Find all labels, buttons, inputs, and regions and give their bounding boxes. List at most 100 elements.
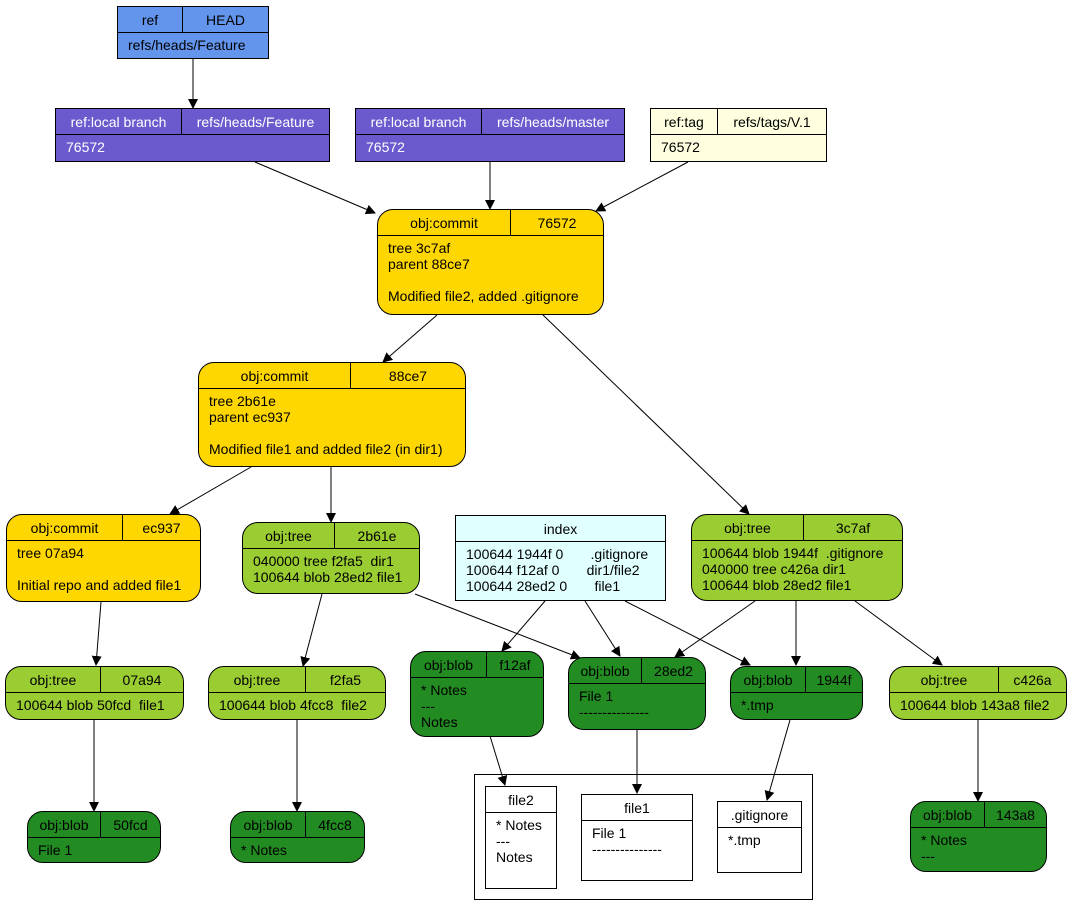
commit-ec937-type: obj:commit <box>30 519 99 536</box>
tree-2b61e-type: obj:tree <box>265 527 312 544</box>
head-ref-value: refs/heads/Feature <box>128 37 246 53</box>
blob-28ed2-id: 28ed2 <box>641 658 705 683</box>
blob-50fcd-type: obj:blob <box>39 816 89 833</box>
blob-f12af-node[interactable]: obj:blob f12af * Notes --- Notes <box>410 651 544 737</box>
index-node[interactable]: index 100644 1944f 0 .gitignore 100644 f… <box>455 515 666 601</box>
blob-1944f-body: *.tmp <box>741 697 774 713</box>
tree-07a94-type: obj:tree <box>29 671 77 688</box>
edge-index-f12af <box>501 600 546 652</box>
blob-143a8-type: obj:blob <box>922 806 973 823</box>
commit-76572-type: obj:commit <box>410 214 478 231</box>
edge-76572-3c7af <box>542 314 750 515</box>
commit-ec937-node[interactable]: obj:commit ec937 tree 07a94 Initial repo… <box>6 514 201 602</box>
tree-c426a-body: 100644 blob 143a8 file2 <box>900 697 1050 713</box>
blob-28ed2-node[interactable]: obj:blob 28ed2 File 1 --------------- <box>568 657 706 730</box>
blob-4fcc8-body: * Notes <box>241 842 287 858</box>
blob-4fcc8-id: 4fcc8 <box>305 812 364 837</box>
commit-88ce7-id: 88ce7 <box>350 363 465 388</box>
file1-node[interactable]: file1 File 1 --------------- <box>581 794 693 881</box>
edge-76572-88ce7 <box>382 314 438 363</box>
blob-f12af-body: * Notes --- Notes <box>421 682 467 730</box>
commit-ec937-id: ec937 <box>122 515 200 540</box>
file1-title: file1 <box>582 795 692 821</box>
tree-c426a-node[interactable]: obj:tree c426a 100644 blob 143a8 file2 <box>889 666 1067 720</box>
edge-3c7af-28ed2 <box>674 600 756 658</box>
tree-2b61e-id: 2b61e <box>334 523 419 548</box>
tree-07a94-id: 07a94 <box>100 667 183 692</box>
feature-branch-type: ref:local branch <box>70 113 167 130</box>
tree-f2fa5-body: 100644 blob 4fcc8 file2 <box>219 697 367 713</box>
index-body: 100644 1944f 0 .gitignore 100644 f12af 0… <box>466 546 649 594</box>
blob-1944f-id: 1944f <box>805 667 862 692</box>
file2-body: * Notes --- Notes <box>496 817 542 865</box>
blob-143a8-id: 143a8 <box>984 802 1046 827</box>
edge-feature-76572 <box>254 161 376 215</box>
commit-88ce7-body: tree 2b61e parent ec937 Modified file1 a… <box>209 393 443 457</box>
blob-50fcd-node[interactable]: obj:blob 50fcd File 1 <box>27 811 161 863</box>
tag-ref-node[interactable]: ref:tag refs/tags/V.1 76572 <box>650 108 827 162</box>
blob-28ed2-body: File 1 --------------- <box>579 688 649 720</box>
tree-3c7af-type: obj:tree <box>724 519 771 536</box>
blob-28ed2-type: obj:blob <box>580 662 630 679</box>
commit-88ce7-node[interactable]: obj:commit 88ce7 tree 2b61e parent ec937… <box>198 362 466 467</box>
gitignore-title: .gitignore <box>718 802 801 828</box>
tag-ref-name: refs/tags/V.1 <box>717 109 826 134</box>
feature-branch-node[interactable]: ref:local branch refs/heads/Feature 7657… <box>55 108 330 162</box>
feature-branch-name: refs/heads/Feature <box>181 109 329 134</box>
head-ref-type: ref <box>141 11 159 28</box>
edge-tag-76572 <box>595 161 689 212</box>
tree-07a94-body: 100644 blob 50fcd file1 <box>16 697 165 713</box>
blob-50fcd-id: 50fcd <box>100 812 160 837</box>
tree-c426a-type: obj:tree <box>920 671 968 688</box>
edge-88ce7-ec937 <box>169 466 252 515</box>
commit-ec937-body: tree 07a94 Initial repo and added file1 <box>17 545 182 593</box>
blob-143a8-node[interactable]: obj:blob 143a8 * Notes --- <box>910 801 1047 872</box>
tag-ref-type: ref:tag <box>664 113 704 130</box>
file2-title: file2 <box>486 787 556 813</box>
blob-1944f-type: obj:blob <box>743 671 793 688</box>
edge-3c7af-c426a <box>854 600 943 666</box>
tree-3c7af-node[interactable]: obj:tree 3c7af 100644 blob 1944f .gitign… <box>691 514 903 601</box>
tree-c426a-id: c426a <box>998 667 1066 692</box>
blob-f12af-type: obj:blob <box>423 656 474 673</box>
tree-07a94-node[interactable]: obj:tree 07a94 100644 blob 50fcd file1 <box>5 666 184 720</box>
file2-node[interactable]: file2 * Notes --- Notes <box>485 786 557 889</box>
tree-3c7af-body: 100644 blob 1944f .gitignore 040000 tree… <box>702 545 884 593</box>
blob-143a8-body: * Notes --- <box>921 832 967 864</box>
edge-f12af-file2 <box>489 735 508 786</box>
file1-body: File 1 --------------- <box>592 825 662 857</box>
edge-index-28ed2 <box>584 600 621 657</box>
tree-2b61e-body: 040000 tree f2fa5 dir1 100644 blob 28ed2… <box>253 553 403 585</box>
edge-2b61e-f2fa5 <box>300 593 323 667</box>
blob-1944f-node[interactable]: obj:blob 1944f *.tmp <box>730 666 863 720</box>
tree-2b61e-node[interactable]: obj:tree 2b61e 040000 tree f2fa5 dir1 10… <box>242 522 420 594</box>
edge-2b61e-28ed2 <box>414 593 581 660</box>
tree-3c7af-id: 3c7af <box>803 515 902 540</box>
feature-branch-value: 76572 <box>66 139 105 155</box>
blob-f12af-id: f12af <box>486 652 543 677</box>
commit-76572-node[interactable]: obj:commit 76572 tree 3c7af parent 88ce7… <box>377 209 604 315</box>
master-branch-value: 76572 <box>366 139 405 155</box>
blob-4fcc8-node[interactable]: obj:blob 4fcc8 * Notes <box>230 811 365 863</box>
gitignore-node[interactable]: .gitignore *.tmp <box>717 801 802 873</box>
tree-f2fa5-id: f2fa5 <box>305 667 385 692</box>
index-title: index <box>543 520 578 537</box>
head-ref-node[interactable]: ref HEAD refs/heads/Feature <box>117 6 269 59</box>
blob-4fcc8-type: obj:blob <box>243 816 293 833</box>
master-branch-name: refs/heads/master <box>481 109 624 134</box>
head-ref-name: HEAD <box>182 7 268 32</box>
master-branch-type: ref:local branch <box>370 113 467 130</box>
tree-f2fa5-type: obj:tree <box>233 671 281 688</box>
edge-ec937-07a94 <box>91 601 102 666</box>
master-branch-node[interactable]: ref:local branch refs/heads/master 76572 <box>355 108 625 162</box>
working-directory-frame <box>474 774 813 900</box>
edge-index-1944f <box>624 600 751 666</box>
tree-f2fa5-node[interactable]: obj:tree f2fa5 100644 blob 4fcc8 file2 <box>208 666 386 720</box>
blob-50fcd-body: File 1 <box>38 842 73 858</box>
gitignore-body: *.tmp <box>728 832 761 848</box>
commit-88ce7-type: obj:commit <box>240 367 309 384</box>
commit-76572-id: 76572 <box>510 210 603 235</box>
tag-ref-value: 76572 <box>661 139 700 155</box>
commit-76572-body: tree 3c7af parent 88ce7 Modified file2, … <box>388 240 579 304</box>
